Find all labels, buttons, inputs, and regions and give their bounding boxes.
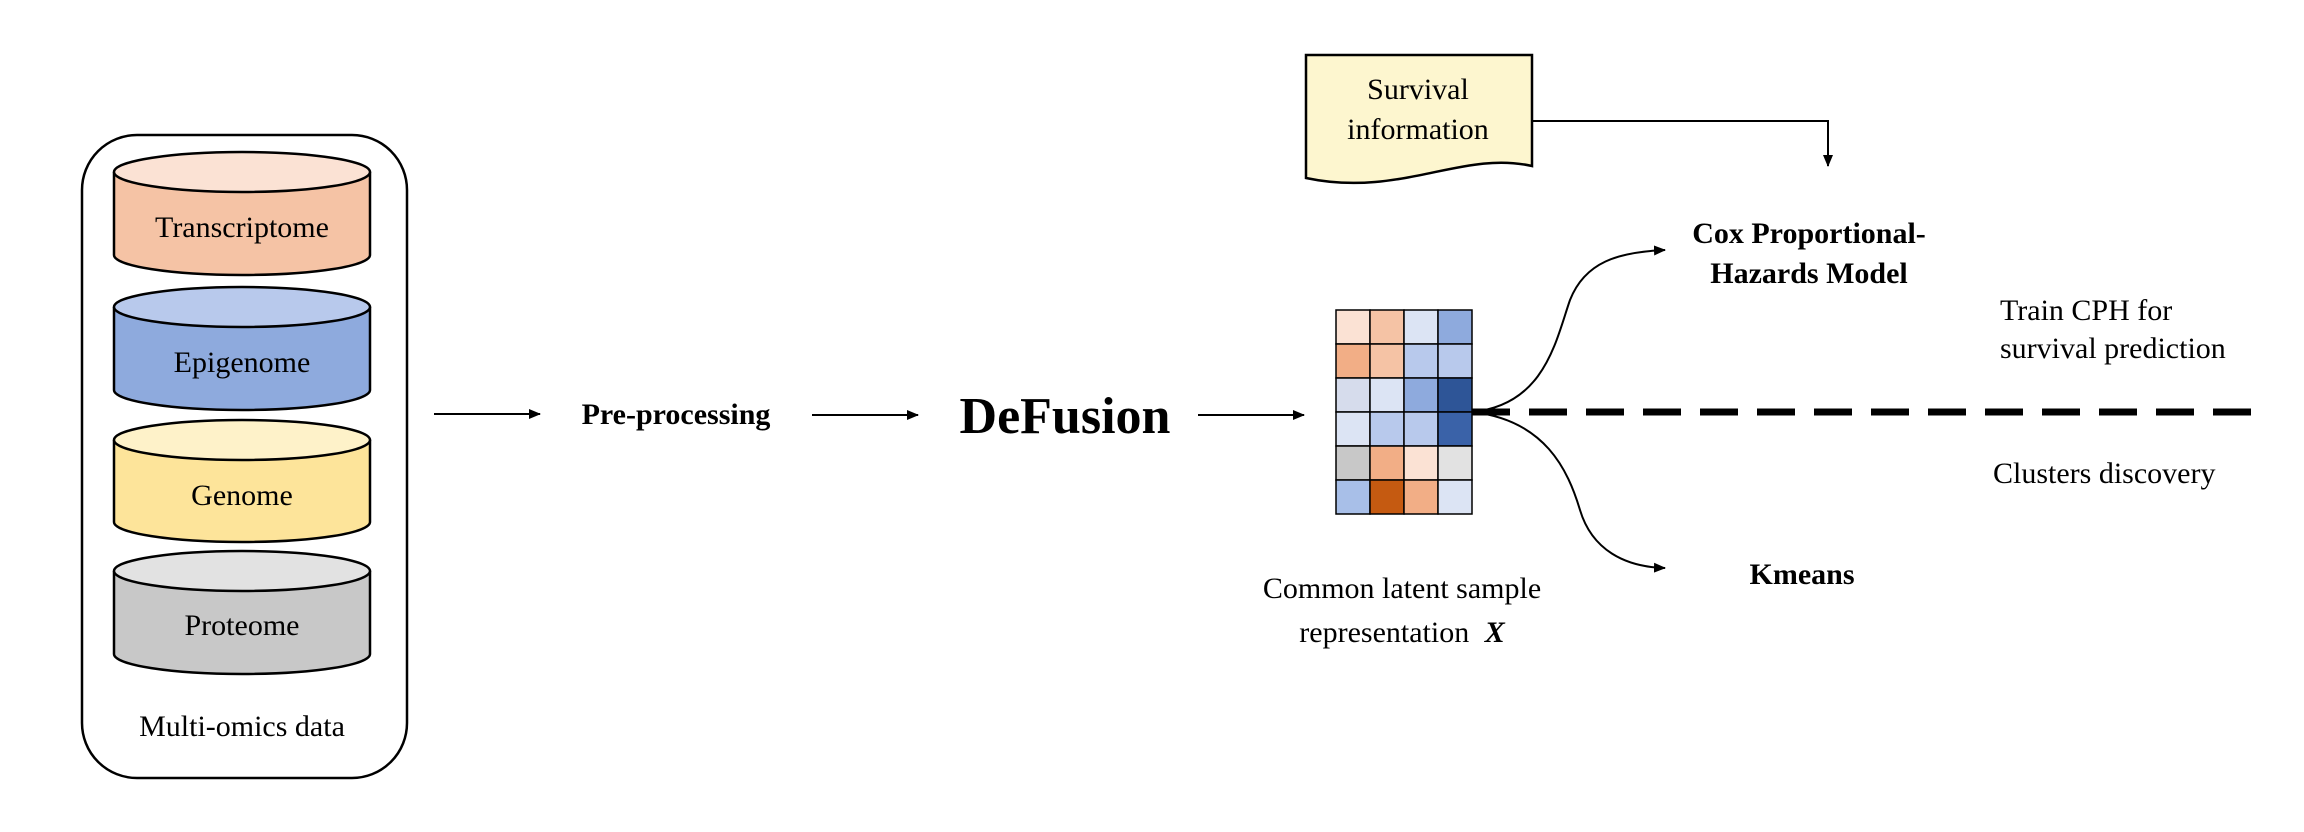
latent-matrix-cell bbox=[1369, 343, 1405, 379]
train-cph-line2: survival prediction bbox=[2000, 332, 2226, 365]
survival-information-document: Survival information bbox=[1304, 53, 1534, 185]
epigenome-cylinder-top bbox=[112, 285, 372, 329]
latent-matrix-cell bbox=[1369, 309, 1405, 345]
survival-document-shape bbox=[1304, 53, 1534, 185]
latent-matrix-cell bbox=[1437, 309, 1473, 345]
genome-cylinder-body bbox=[112, 440, 372, 544]
latent-matrix-cell bbox=[1369, 445, 1405, 481]
latent-matrix-cell bbox=[1437, 343, 1473, 379]
transcriptome-cylinder-top bbox=[112, 150, 372, 194]
latent-matrix-cell bbox=[1369, 377, 1405, 413]
epigenome-label: Epigenome bbox=[174, 346, 311, 379]
proteome-cylinder: Proteome bbox=[112, 549, 372, 676]
arrow-latent-to-cox bbox=[1471, 245, 1666, 413]
latent-matrix-cell bbox=[1335, 343, 1371, 379]
latent-matrix-cell bbox=[1437, 479, 1473, 515]
latent-matrix-cell bbox=[1335, 377, 1371, 413]
genome-cylinder: Genome bbox=[112, 418, 372, 544]
genome-label: Genome bbox=[191, 479, 293, 512]
epigenome-cylinder: Epigenome bbox=[112, 285, 372, 412]
survival-line1: Survival bbox=[1367, 73, 1469, 106]
survival-line2: information bbox=[1347, 113, 1489, 146]
latent-matrix-cell bbox=[1403, 445, 1439, 481]
latent-matrix-cell bbox=[1403, 479, 1439, 515]
transcriptome-label: Transcriptome bbox=[155, 211, 329, 244]
defusion-label: DeFusion bbox=[960, 388, 1171, 445]
latent-matrix-cell bbox=[1437, 445, 1473, 481]
latent-caption-line1: Common latent sample bbox=[1263, 572, 1541, 605]
latent-matrix-cell bbox=[1437, 411, 1473, 447]
multi-omics-panel: Transcriptome Epigenome Genome Proteome … bbox=[80, 133, 409, 780]
multi-omics-title: Multi-omics data bbox=[139, 710, 345, 743]
latent-matrix-cell bbox=[1403, 377, 1439, 413]
cox-model-line1: Cox Proportional- bbox=[1692, 217, 1926, 250]
genome-cylinder-top bbox=[112, 418, 372, 462]
latent-matrix bbox=[1335, 309, 1473, 515]
arrow-survival-to-cox bbox=[1532, 120, 1833, 167]
latent-matrix-cell bbox=[1403, 411, 1439, 447]
latent-matrix-cell bbox=[1403, 309, 1439, 345]
latent-matrix-cell bbox=[1437, 377, 1473, 413]
epigenome-cylinder-body bbox=[112, 307, 372, 412]
proteome-label: Proteome bbox=[185, 609, 300, 642]
latent-caption-line2: representation X bbox=[1299, 616, 1505, 649]
latent-matrix-cell bbox=[1403, 343, 1439, 379]
latent-matrix-cell bbox=[1369, 479, 1405, 515]
latent-matrix-cell bbox=[1335, 479, 1371, 515]
preprocessing-label: Pre-processing bbox=[582, 398, 771, 431]
latent-symbol-x: X bbox=[1484, 616, 1506, 649]
cox-model-line2: Hazards Model bbox=[1710, 257, 1907, 290]
latent-matrix-cell bbox=[1335, 411, 1371, 447]
clusters-discovery-label: Clusters discovery bbox=[1993, 457, 2215, 490]
proteome-cylinder-body bbox=[112, 571, 372, 676]
latent-matrix-cell bbox=[1369, 411, 1405, 447]
train-cph-line1: Train CPH for bbox=[2000, 294, 2172, 327]
proteome-cylinder-top bbox=[112, 549, 372, 593]
latent-matrix-cell bbox=[1335, 445, 1371, 481]
transcriptome-cylinder: Transcriptome bbox=[112, 150, 372, 277]
latent-caption-representation: representation bbox=[1299, 616, 1469, 649]
arrow-latent-to-kmeans bbox=[1471, 411, 1666, 573]
kmeans-label: Kmeans bbox=[1750, 558, 1855, 591]
transcriptome-cylinder-body bbox=[112, 172, 372, 277]
latent-matrix-cell bbox=[1335, 309, 1371, 345]
